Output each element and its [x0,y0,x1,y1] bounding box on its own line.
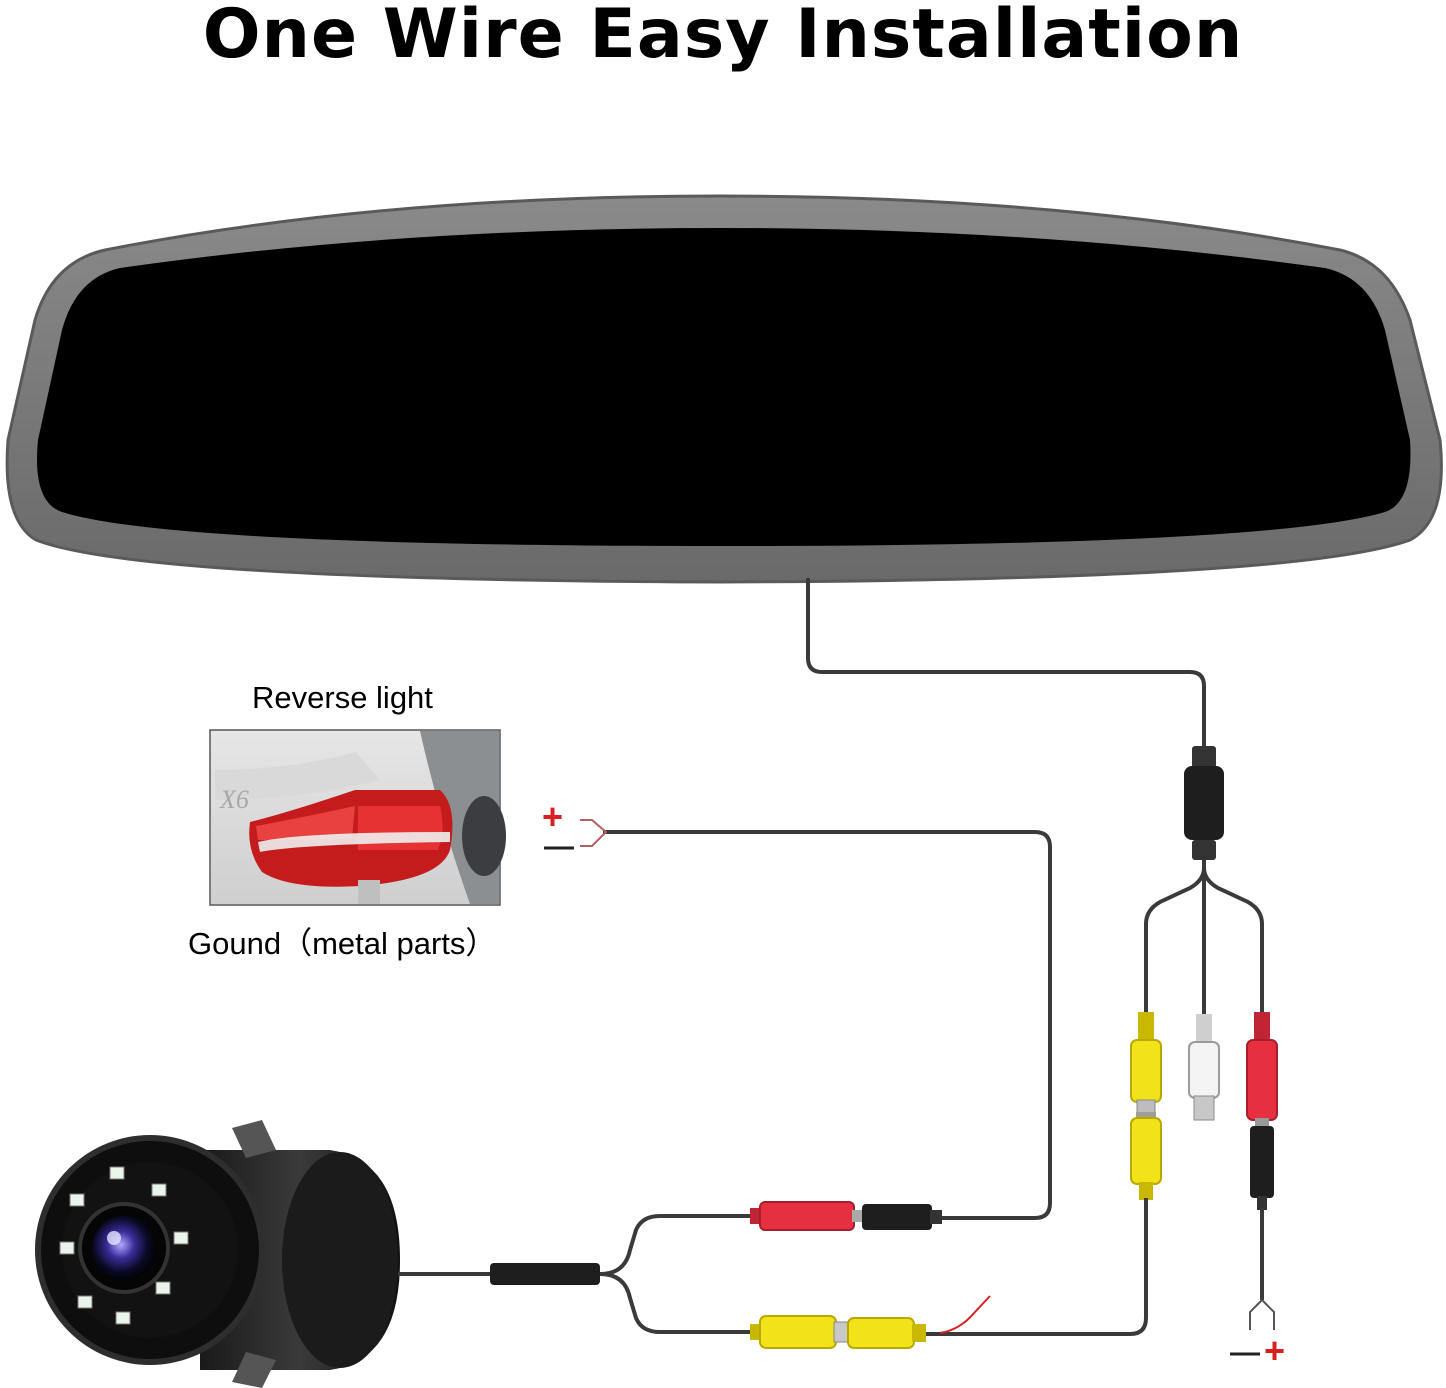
camera-yellow-rca-icon [750,1315,926,1349]
svg-text:X6: X6 [219,785,249,814]
mirror-screen [37,228,1411,546]
reverse-light-label: Reverse light [252,680,433,715]
yellow-rca-female-icon [1130,1012,1162,1115]
red-power-connector-icon [1246,1012,1278,1210]
mirror-cable [806,578,1206,750]
backup-camera-icon [35,1120,400,1388]
ground-label: Gound（metal parts） [188,926,497,961]
camera-splitter-icon [490,1263,600,1285]
yellow-rca-male-icon [1130,1112,1162,1200]
power-minus-label: — [1230,1336,1260,1369]
reverse-light-photo: X6 [209,729,506,906]
reverse-light-wire [603,830,1052,1220]
camera-power-connector-icon [750,1201,942,1231]
rearview-mirror-icon [5,194,1443,584]
white-rca-female-icon [1188,1014,1220,1121]
splitter-connector-icon [1184,746,1224,860]
reverse-plus-label: + [542,796,564,837]
power-plus-label: + [1264,1330,1286,1371]
page-title: One Wire Easy Installation [202,0,1244,74]
reverse-minus-label: — [544,830,574,863]
